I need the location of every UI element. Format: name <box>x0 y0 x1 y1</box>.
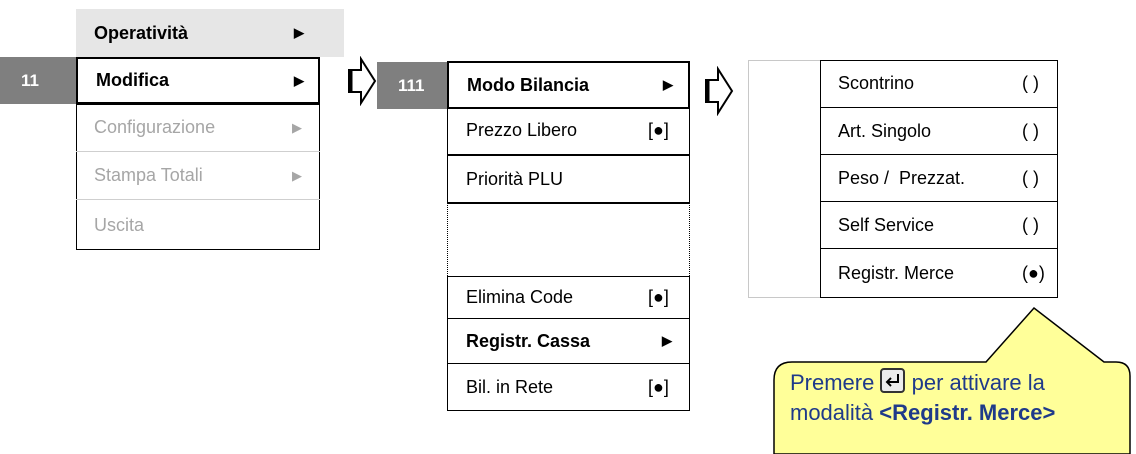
next-level-arrow-icon <box>348 56 377 106</box>
submenu-arrow-icon: ▶ <box>292 119 302 135</box>
submenu-arrow-icon: ▶ <box>663 77 673 92</box>
radio-mark: ( ) <box>1022 120 1039 141</box>
menu1-code-badge: 11 <box>0 57 76 104</box>
menu2-code-badge: 111 <box>377 62 447 109</box>
menu3-item-self-service[interactable]: Self Service ( ) <box>820 202 1058 249</box>
menu3-item-label: Self Service <box>838 214 935 235</box>
menu2-item-label: Prezzo Libero <box>466 120 578 140</box>
menu3-item-label: Peso / Prezzat. <box>838 167 966 188</box>
menu1-item-stampa-totali[interactable]: Stampa Totali ▶ <box>76 152 320 200</box>
callout-text-before: Premere <box>790 370 875 395</box>
submenu-arrow-icon: ▶ <box>294 25 304 40</box>
checkbox-mark: [●] <box>648 120 669 140</box>
enter-key-icon <box>880 368 906 393</box>
radio-mark: ( ) <box>1022 73 1039 93</box>
menu1-header-label: Operatività <box>94 22 189 43</box>
menu1-item-label: Modifica <box>96 70 170 90</box>
menu2-item-registr-cassa[interactable]: Registr. Cassa ▶ <box>447 319 690 364</box>
menu2-item-label: Modo Bilancia <box>467 74 590 95</box>
menu1-code: 11 <box>21 70 39 90</box>
menu3-item-label: Registr. Merce <box>838 263 955 283</box>
menu1-item-uscita[interactable]: Uscita <box>76 200 320 250</box>
menu2-item-label: Bil. in Rete <box>466 376 554 397</box>
menu3-item-label: Art. Singolo <box>838 120 932 141</box>
radio-mark: (●) <box>1022 263 1045 283</box>
menu1-item-label: Uscita <box>94 214 145 235</box>
next-level-arrow-icon <box>705 66 734 116</box>
menu1-header-bg <box>76 9 344 57</box>
menu3-item-registr-merce[interactable]: Registr. Merce (●) <box>820 249 1058 298</box>
submenu-arrow-icon: ▶ <box>294 72 304 88</box>
callout-bubble <box>773 306 1131 454</box>
menu1-item-modifica[interactable]: Modifica ▶ <box>76 57 320 104</box>
menu1-header-item[interactable]: Operatività ▶ <box>76 9 344 57</box>
menu1-item-configurazione[interactable]: Configurazione ▶ <box>76 104 320 152</box>
menu2-item-label: Registr. Cassa <box>466 330 591 351</box>
callout-line-1: Premere per attivare la <box>790 368 1045 398</box>
callout-line2-prefix: modalità <box>790 400 874 425</box>
menu2-hidden-items-gap <box>447 203 690 276</box>
menu3-list <box>820 60 1058 298</box>
menu3-item-label: Scontrino <box>838 73 915 93</box>
callout-line2-bold: <Registr. Merce> <box>879 400 1056 425</box>
menu2-code: 111 <box>398 75 425 95</box>
menu2-item-prezzo-libero[interactable]: Prezzo Libero [●] <box>447 107 690 155</box>
submenu-arrow-icon: ▶ <box>292 167 302 183</box>
checkbox-mark: [●] <box>648 376 669 397</box>
menu2-item-modo-bilancia[interactable]: Modo Bilancia ▶ <box>447 61 690 109</box>
menu3-item-art-singolo[interactable]: Art. Singolo ( ) <box>820 108 1058 155</box>
menu3-item-peso-prezzat[interactable]: Peso / Prezzat. ( ) <box>820 155 1058 202</box>
menu1-frame <box>76 104 320 250</box>
submenu-arrow-icon: ▶ <box>662 333 672 348</box>
callout-text-after: per attivare la <box>911 370 1045 395</box>
menu1-item-label: Stampa Totali <box>94 165 203 185</box>
menu2-item-bil-in-rete[interactable]: Bil. in Rete [●] <box>447 364 690 411</box>
menu2-item-elimina-code[interactable]: Elimina Code [●] <box>447 276 690 319</box>
radio-mark: ( ) <box>1022 214 1039 235</box>
radio-mark: ( ) <box>1022 167 1039 188</box>
menu2-item-label: Elimina Code <box>466 287 574 307</box>
menu1-item-label: Configurazione <box>94 117 216 137</box>
checkbox-mark: [●] <box>648 287 669 307</box>
callout-line-2: modalità <Registr. Merce> <box>790 398 1055 428</box>
menu3-item-scontrino[interactable]: Scontrino ( ) <box>820 60 1058 108</box>
menu2-item-priorita-plu[interactable]: Priorità PLU <box>447 155 690 203</box>
menu2-item-label: Priorità PLU <box>466 168 564 189</box>
